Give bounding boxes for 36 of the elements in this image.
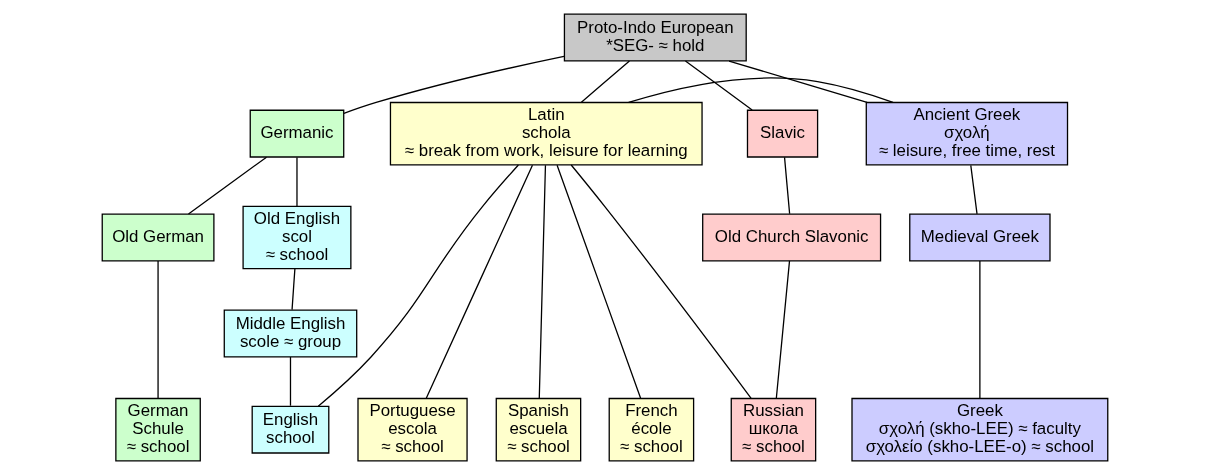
connector — [728, 59, 868, 103]
connector — [343, 55, 565, 114]
node-box: Proto-Indo European *SEG- ≈ hold — [563, 13, 747, 62]
connector — [775, 259, 791, 399]
connector — [979, 259, 981, 399]
connector — [580, 59, 631, 103]
node-box: Ancient Greek σχολή ≈ leisure, free time, rest — [865, 101, 1069, 165]
node-box: Middle English scole ≈ group — [223, 309, 358, 358]
connector — [570, 163, 752, 399]
connector — [556, 164, 642, 399]
connector — [296, 156, 298, 207]
connector — [317, 163, 520, 407]
connector — [291, 267, 296, 310]
node-box: French école ≈ school — [608, 397, 695, 461]
connector — [684, 59, 753, 111]
node-box: Spanish escuela ≈ school — [495, 397, 582, 461]
node-box: English school — [251, 405, 330, 454]
node-box: Old Church Slavonic — [702, 213, 882, 261]
connector — [538, 164, 547, 399]
node-box: Greek σχολή (skho-LEE) ≈ faculty σχολείο (skho-LEE-o) ≈ school — [851, 397, 1109, 461]
node-box: Russian школа ≈ school — [730, 397, 817, 461]
node-box: Medieval Greek — [909, 213, 1051, 261]
connector — [289, 355, 292, 406]
node-box: German Schule ≈ school — [115, 397, 201, 461]
connector — [970, 164, 978, 215]
node-box: Old German — [101, 213, 215, 261]
connector — [157, 259, 159, 399]
node-box: Portuguese escola ≈ school — [357, 397, 468, 461]
connector — [627, 76, 894, 103]
connector — [783, 156, 791, 214]
connector — [425, 164, 534, 399]
node-box: Slavic — [746, 109, 819, 158]
node-box: Old English scol ≈ school — [242, 205, 352, 269]
node-box: Germanic — [249, 109, 345, 158]
connector — [187, 156, 268, 215]
node-box: Latin schola ≈ break from work, leisure for learning — [389, 101, 703, 165]
